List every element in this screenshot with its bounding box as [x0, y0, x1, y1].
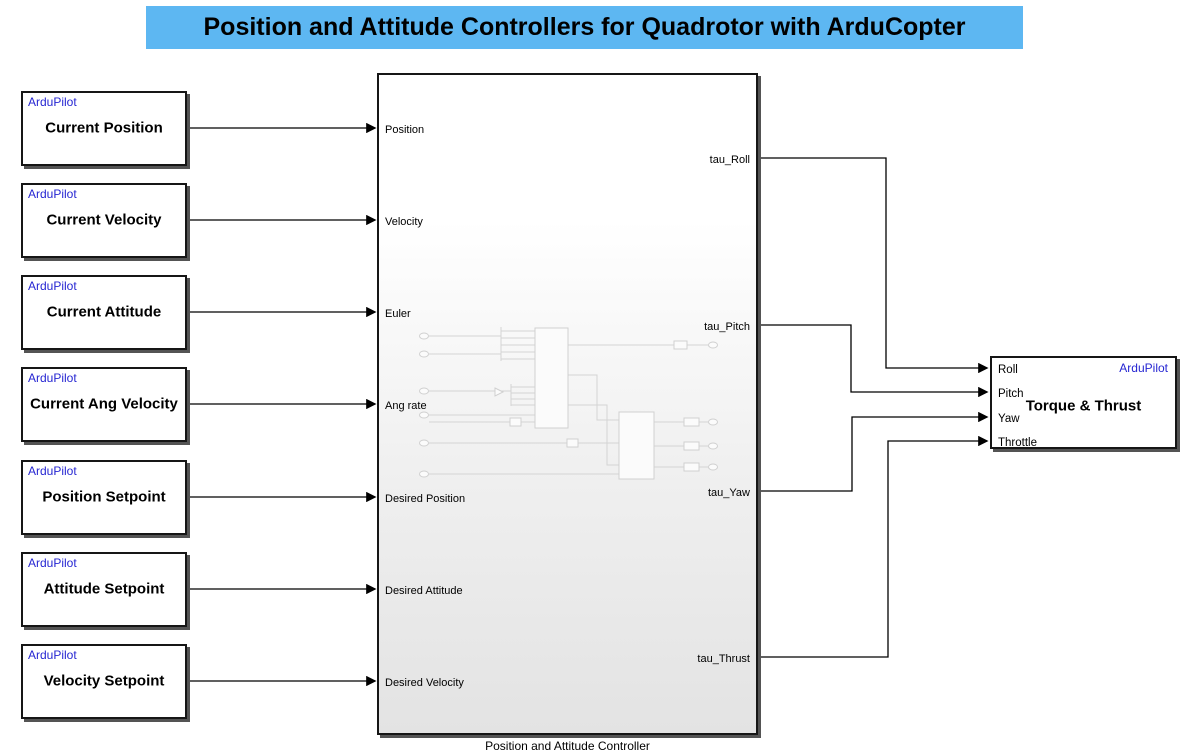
block-label: Position Setpoint	[42, 488, 166, 506]
block-label: Velocity Setpoint	[43, 672, 165, 690]
wire-tau-thrust[interactable]	[758, 435, 989, 658]
wire-tau-yaw[interactable]	[758, 411, 989, 492]
block-label: Current Velocity	[46, 211, 162, 229]
port-in-roll: Roll	[998, 364, 1018, 376]
block-position-setpoint[interactable]: ArduPilot Position Setpoint	[21, 459, 187, 535]
ardupilot-label: ArduPilot	[28, 94, 77, 109]
wire-tau-pitch[interactable]	[758, 324, 989, 398]
port-in-ang-rate: Ang rate	[385, 400, 427, 412]
title-banner-text: Position and Attitude Controllers for Qu…	[203, 13, 966, 41]
title-banner[interactable]: Position and Attitude Controllers for Qu…	[146, 6, 1023, 49]
block-current-velocity[interactable]: ArduPilot Current Velocity	[21, 182, 187, 258]
ardupilot-label: ArduPilot	[28, 555, 77, 570]
block-attitude-setpoint[interactable]: ArduPilot Attitude Setpoint	[21, 551, 187, 627]
block-current-attitude[interactable]: ArduPilot Current Attitude	[21, 274, 187, 350]
port-in-desired-attitude: Desired Attitude	[385, 585, 463, 597]
block-label: Torque & Thrust	[1025, 397, 1142, 415]
ardupilot-label: ArduPilot	[28, 647, 77, 662]
controller-block-caption: Position and Attitude Controller	[485, 739, 650, 753]
port-in-pitch: Pitch	[998, 388, 1024, 400]
ardupilot-label: ArduPilot	[28, 463, 77, 478]
block-label: Current Position	[45, 119, 163, 137]
block-label: Current Attitude	[46, 303, 162, 321]
ardupilot-label: ArduPilot	[1119, 361, 1168, 375]
block-torque-thrust[interactable]: ArduPilot Torque & Thrust Roll Pitch Yaw…	[990, 356, 1177, 449]
port-in-throttle: Throttle	[998, 437, 1037, 449]
port-in-position: Position	[385, 124, 425, 136]
wire-tau-roll[interactable]	[758, 157, 989, 374]
ardupilot-label: ArduPilot	[28, 278, 77, 293]
block-current-ang-velocity[interactable]: ArduPilot Current Ang Velocity	[21, 366, 187, 442]
port-out-tau-thrust: tau_Thrust	[697, 653, 750, 665]
ardupilot-label: ArduPilot	[28, 186, 77, 201]
block-label: Current Ang Velocity	[30, 395, 178, 413]
ardupilot-label: ArduPilot	[28, 370, 77, 385]
port-in-yaw: Yaw	[998, 413, 1020, 425]
port-out-tau-roll: tau_Roll	[709, 154, 750, 166]
block-current-position[interactable]: ArduPilot Current Position	[21, 90, 187, 166]
block-velocity-setpoint[interactable]: ArduPilot Velocity Setpoint	[21, 643, 187, 719]
port-out-tau-pitch: tau_Pitch	[704, 321, 750, 333]
port-in-desired-velocity: Desired Velocity	[385, 677, 464, 689]
port-in-desired-position: Desired Position	[385, 493, 466, 505]
port-out-tau-yaw: tau_Yaw	[708, 487, 750, 499]
port-in-velocity: Velocity	[385, 216, 423, 228]
block-position-attitude-controller[interactable]: Position Velocity Euler Ang rate Desired…	[377, 73, 758, 735]
block-label: Attitude Setpoint	[43, 580, 165, 598]
subsystem-preview	[419, 327, 718, 480]
port-in-euler: Euler	[385, 308, 411, 320]
